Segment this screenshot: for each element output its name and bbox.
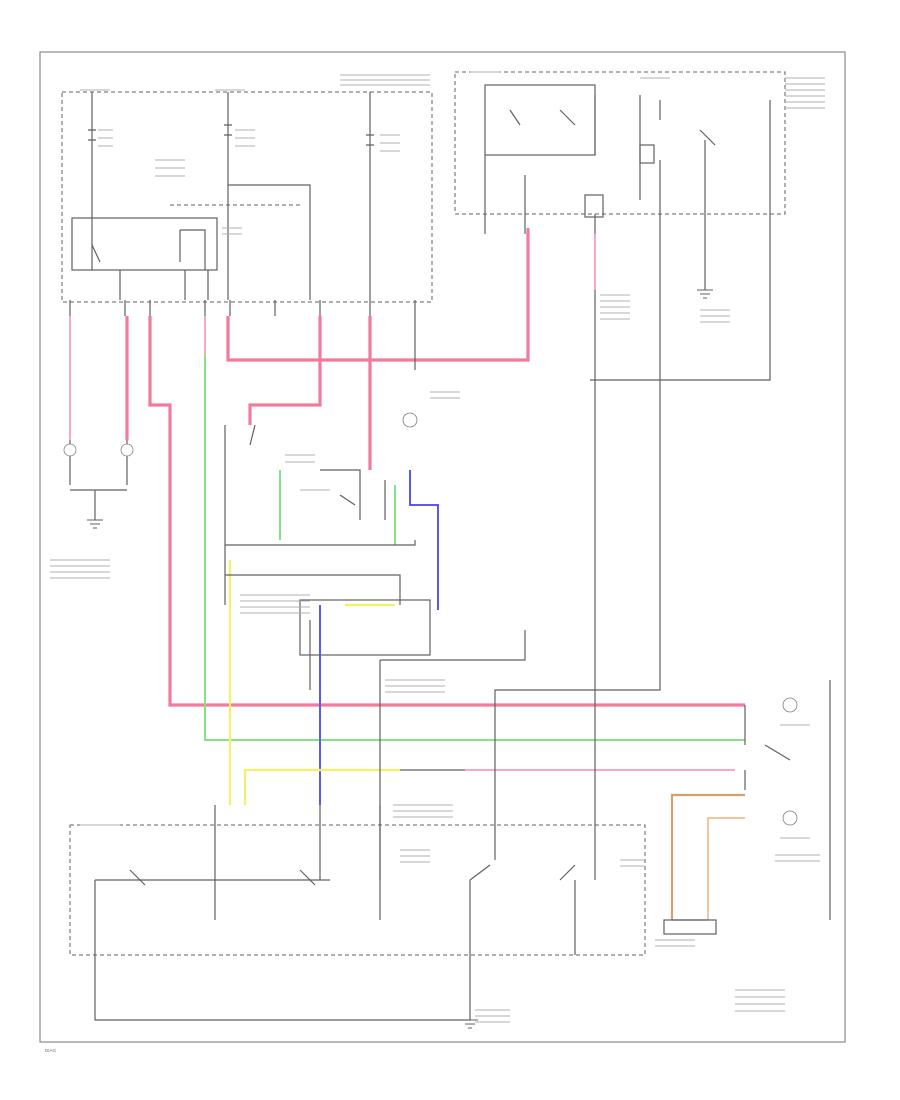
yellow-wire-group bbox=[228, 560, 400, 805]
ground-group bbox=[462, 289, 713, 1029]
green-wire-group bbox=[204, 355, 745, 741]
label-marks bbox=[50, 71, 825, 1023]
footer-code: DIAG bbox=[45, 1048, 57, 1053]
connector-row bbox=[69, 214, 771, 316]
bulb-icon bbox=[782, 697, 798, 713]
blue-wire-group bbox=[319, 470, 439, 805]
gray-wiring bbox=[69, 234, 831, 1021]
bulb-icon bbox=[402, 412, 418, 428]
bulb-icon bbox=[782, 810, 798, 826]
bulb-group bbox=[63, 412, 798, 826]
orange-wire-group bbox=[670, 793, 745, 920]
bulb-icon bbox=[120, 443, 134, 457]
right-switch-box bbox=[454, 71, 786, 218]
diagram-frame bbox=[39, 51, 846, 1043]
fuse-relay-box bbox=[61, 91, 433, 303]
pink-wire-group bbox=[69, 228, 745, 771]
bulb-icon bbox=[63, 443, 77, 457]
